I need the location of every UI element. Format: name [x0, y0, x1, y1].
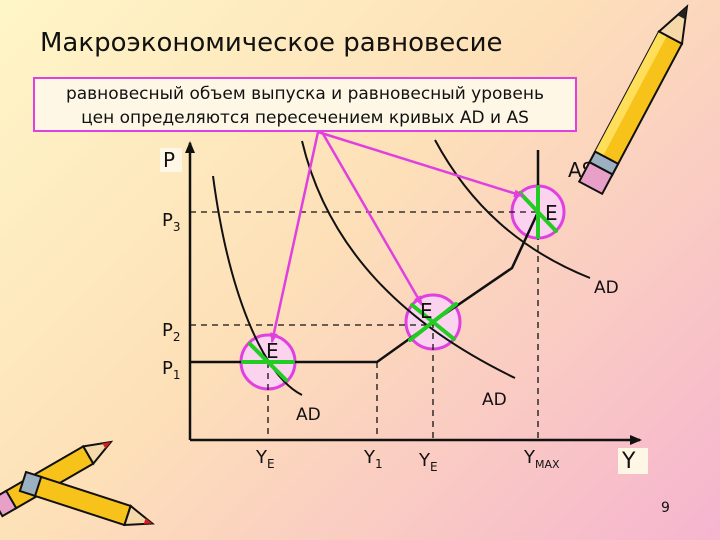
page-number: 9: [661, 500, 670, 516]
caption-arrows: [270, 130, 524, 343]
p2-label: P2: [162, 320, 181, 344]
caption-box: равновесный объем выпуска и равновесный …: [33, 77, 577, 132]
ad-curve-left: [212, 175, 303, 396]
ad-curve-middle: [301, 140, 516, 379]
ad-label-left: AD: [296, 405, 321, 425]
pencil-top-right-icon: [577, 4, 689, 196]
p-axis-label-bg: [160, 148, 182, 172]
ad-label-middle: AD: [482, 390, 507, 410]
arrow-to-low-e: [270, 131, 320, 343]
ad-label-right: AD: [594, 278, 619, 298]
slide-title: Макроэкономическое равновесие: [40, 28, 503, 58]
p-axis-label: P: [163, 148, 175, 172]
arrow-to-top-e: [317, 130, 524, 198]
equilibrium-crosses: [241, 185, 558, 382]
caption-line-2: цен определяются пересечением кривых AD …: [81, 108, 529, 128]
as-curve: [190, 150, 540, 364]
caption-line-1: равновесный объем выпуска и равновесный …: [65, 84, 545, 104]
ymax-label: YMAX: [523, 447, 560, 471]
e-label-low: E: [266, 339, 279, 363]
y1-label: Y1: [363, 447, 383, 471]
arrow-to-middle-e: [320, 131, 424, 306]
ad-curve-right: [434, 139, 591, 279]
y-axis-label: Y: [621, 449, 636, 474]
ye-left-label: YE: [255, 447, 275, 471]
e-label-top: E: [545, 201, 558, 225]
e-label-middle: E: [420, 299, 433, 323]
p3-label: P3: [162, 210, 181, 234]
p1-label: P1: [162, 358, 181, 382]
y-axis-label-bg: [618, 448, 648, 474]
pencil-bottom-left-2-icon: [18, 470, 155, 527]
ye-mid-label: YE: [418, 450, 438, 474]
